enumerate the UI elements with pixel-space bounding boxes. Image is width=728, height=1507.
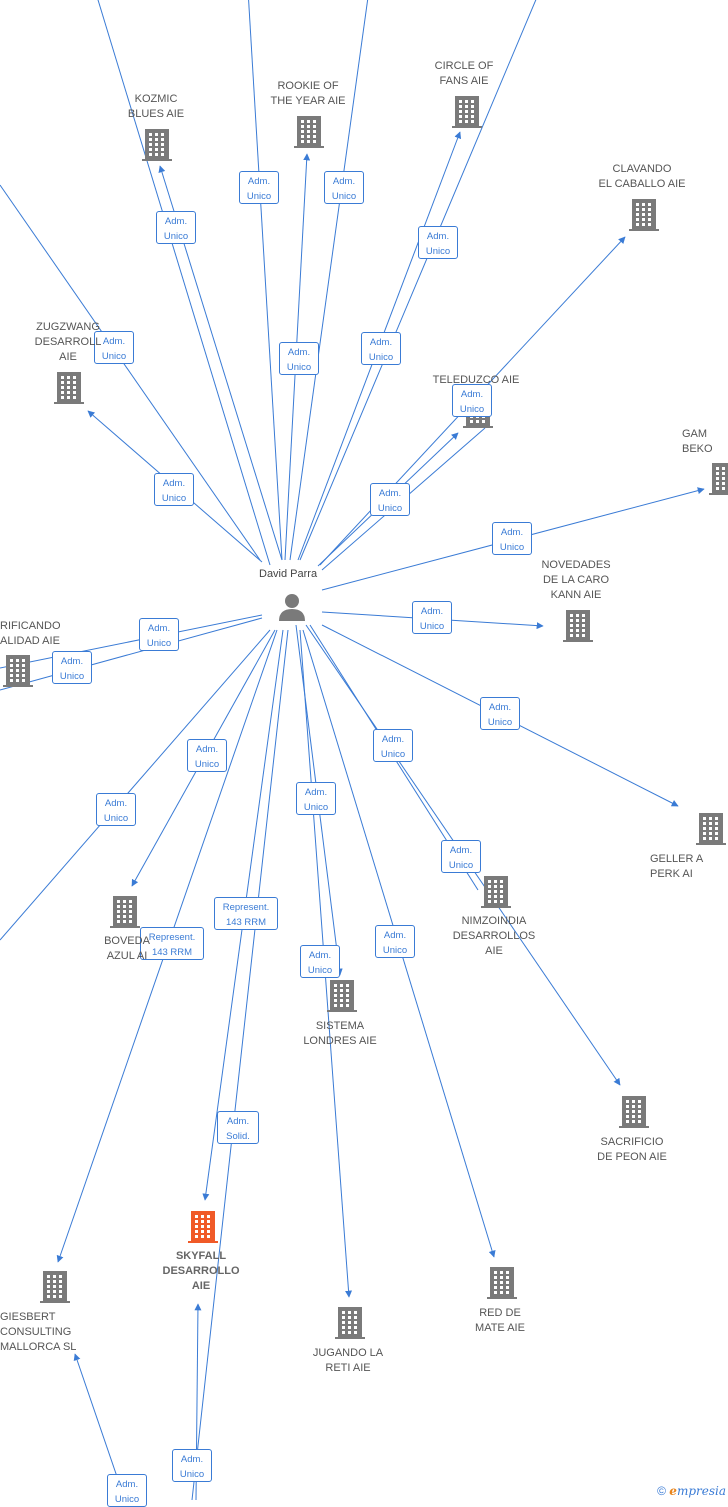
edge-label[interactable]: Adm. Unico xyxy=(156,211,196,244)
edge-label[interactable]: Adm. Unico xyxy=(370,483,410,516)
edge-label[interactable]: Adm. Unico xyxy=(412,601,452,634)
edge-label[interactable]: Adm. Unico xyxy=(361,332,401,365)
building-icon[interactable] xyxy=(40,1271,70,1303)
building-icon[interactable] xyxy=(481,876,511,908)
node-label-nimzoindia[interactable]: NIMZOINDIA DESARROLLOS AIE xyxy=(452,915,536,957)
footer-brand: © empresia xyxy=(657,1484,726,1498)
edge-label[interactable]: Represent. 143 RRM xyxy=(214,897,278,930)
building-icon[interactable] xyxy=(3,655,33,687)
brand-logo: empresia xyxy=(669,1484,726,1498)
edge-line xyxy=(0,184,261,561)
edge-label[interactable]: Adm. Unico xyxy=(96,793,136,826)
node-label-skyfall[interactable]: SKYFALL DESARROLLO AIE xyxy=(162,1250,240,1292)
edge-label[interactable]: Adm. Unico xyxy=(239,171,279,204)
building-icon[interactable] xyxy=(696,813,726,845)
building-icon[interactable] xyxy=(327,980,357,1012)
edge-line xyxy=(248,0,283,561)
node-label-redmate[interactable]: RED DE MATE AIE xyxy=(475,1307,525,1334)
edge-line xyxy=(0,614,263,669)
building-icon[interactable] xyxy=(294,116,324,148)
edge-line xyxy=(0,629,271,941)
node-label-teleduzco[interactable]: TELEDUZCO AIE xyxy=(432,374,520,386)
edge-label[interactable]: Adm. Unico xyxy=(279,342,319,375)
node-label-jugando[interactable]: JUGANDO LA RETI AIE xyxy=(312,1347,384,1374)
node-label-boveda[interactable]: BOVEDA AZUL AI xyxy=(104,935,150,962)
building-icon[interactable] xyxy=(487,1267,517,1299)
edge-line xyxy=(0,617,263,691)
edge-label[interactable]: Adm. Unico xyxy=(492,522,532,555)
copyright-symbol: © xyxy=(657,1484,666,1498)
node-label-novedades[interactable]: NOVEDADES DE LA CARO KANN AIE xyxy=(541,559,611,601)
buildings-layer xyxy=(3,96,728,1339)
center-person-icon[interactable] xyxy=(279,594,305,621)
edge-label[interactable]: Represent. 143 RRM xyxy=(140,927,204,960)
building-icon[interactable] xyxy=(709,463,728,495)
node-label-sistema[interactable]: SISTEMA LONDRES AIE xyxy=(303,1020,377,1047)
edge-label[interactable]: Adm. Unico xyxy=(300,945,340,978)
edge-label[interactable]: Adm. Solid. xyxy=(217,1111,259,1144)
building-icon[interactable] xyxy=(110,896,140,928)
building-icon[interactable] xyxy=(142,129,172,161)
edge-label[interactable]: Adm. Unico xyxy=(52,651,92,684)
node-label-circle[interactable]: CIRCLE OF FANS AIE xyxy=(434,60,494,87)
edge-label[interactable]: Adm. Unico xyxy=(296,782,336,815)
building-icon[interactable] xyxy=(335,1307,365,1339)
edge-label[interactable]: Adm. Unico xyxy=(418,226,458,259)
node-label-geller[interactable]: GELLER A PERK AI xyxy=(650,853,704,880)
building-icon[interactable] xyxy=(563,610,593,642)
edge-line xyxy=(191,629,289,1500)
edge-label[interactable]: Adm. Unico xyxy=(107,1474,147,1507)
edge-label[interactable]: Adm. Unico xyxy=(480,697,520,730)
node-label-kozmic[interactable]: KOZMIC BLUES AIE xyxy=(127,93,185,120)
edge-label[interactable]: Adm. Unico xyxy=(324,171,364,204)
edge-label[interactable]: Adm. Unico xyxy=(441,840,481,873)
edge-label[interactable]: Adm. Unico xyxy=(375,925,415,958)
building-icon[interactable] xyxy=(619,1096,649,1128)
edge-label[interactable]: Adm. Unico xyxy=(187,739,227,772)
edge-label[interactable]: Adm. Unico xyxy=(139,618,179,651)
edge-label[interactable]: Adm. Unico xyxy=(172,1449,212,1482)
building-icon[interactable] xyxy=(629,199,659,231)
building-icon[interactable] xyxy=(54,372,84,404)
edge-line xyxy=(97,0,271,566)
edge-label[interactable]: Adm. Unico xyxy=(154,473,194,506)
node-label-sacrificio[interactable]: SACRIFICIO DE PEON AIE xyxy=(597,1136,667,1163)
node-label-gam[interactable]: GAM BEKO xyxy=(682,428,713,455)
node-label-zugzwang[interactable]: ZUGZWANG DESARROLL AIE xyxy=(34,321,102,363)
edge-line xyxy=(299,0,537,561)
building-icon[interactable] xyxy=(452,96,482,128)
edge-label[interactable]: Adm. Unico xyxy=(94,331,134,364)
edge-label[interactable]: Adm. Unico xyxy=(452,384,492,417)
center-person-label[interactable]: David Parra xyxy=(259,568,318,580)
edge-line xyxy=(289,0,369,561)
node-label-rificando[interactable]: RIFICANDO ALIDAD AIE xyxy=(0,620,61,647)
edge-label[interactable]: Adm. Unico xyxy=(373,729,413,762)
edges-layer xyxy=(0,0,705,1500)
node-label-giesbert[interactable]: GIESBERT CONSULTING MALLORCA SL xyxy=(0,1311,77,1353)
node-label-rookie[interactable]: ROOKIE OF THE YEAR AIE xyxy=(270,80,346,107)
node-label-clavando[interactable]: CLAVANDO EL CABALLO AIE xyxy=(598,163,686,190)
building-icon[interactable] xyxy=(188,1211,218,1243)
